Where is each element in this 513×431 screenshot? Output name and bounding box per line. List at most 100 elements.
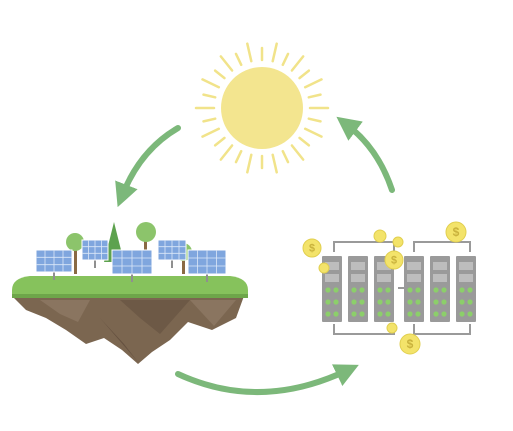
server-light [459,311,465,317]
coin-icon [392,236,404,248]
sun-ray [281,52,290,67]
sun-ray [246,42,253,63]
coin-icon: $ [302,238,322,258]
server-light [377,311,383,317]
server-light [359,299,365,305]
server-light [377,287,383,293]
server-body [404,256,424,322]
sun-ray [290,144,305,161]
server-light [359,311,365,317]
sun-ray [201,127,221,138]
coin-face [445,221,467,243]
soil-facet [120,300,190,334]
server-light [351,311,357,317]
coin-face [384,250,404,270]
solar-panel-icon [157,239,187,268]
server-slot [433,274,447,282]
sun-ray [303,78,323,89]
server-slot [377,262,391,270]
coin-face [318,262,330,274]
sun-ray [281,149,290,164]
sun-ray [307,93,322,99]
island-grass [12,276,248,298]
server-light [407,311,413,317]
server-unit-icon [430,256,450,322]
sun-ray [271,153,278,174]
server-light [385,287,391,293]
coin-symbol: $ [407,337,414,351]
server-light [407,299,413,305]
solar-panel-icon [35,249,73,280]
server-light [415,311,421,317]
coin-icon [386,322,398,334]
server-light [385,299,391,305]
solar-panels [35,239,227,282]
server-light [433,287,439,293]
sun-ray [271,42,278,63]
solar-panel-icon [81,239,109,268]
soil-facet [40,300,90,322]
server-unit-icon [374,256,394,322]
server-unit-icon [404,256,424,322]
server-rack-icon [322,241,476,335]
sun-ray [298,136,311,147]
coins: $$$$ [302,221,467,355]
server-light [325,287,331,293]
server-light [433,299,439,305]
server-slot [325,274,339,282]
solar-farm-icon [12,222,248,364]
sun-ray [219,55,234,72]
server-slot [459,262,473,270]
coin-face [373,229,387,243]
soil-facet [100,318,138,362]
server-slot [433,262,447,270]
server-light [415,287,421,293]
server-light [441,311,447,317]
server-body [456,256,476,322]
server-light [325,299,331,305]
sun-ray [202,93,217,99]
coin-face [302,238,322,258]
arrow-icon-servers-to-sun [336,116,395,193]
sun-ray [234,149,243,164]
server-light [415,299,421,305]
sun-ray [234,52,243,67]
tree-icon [66,233,84,274]
coin-face [386,322,398,334]
server-slot [459,274,473,282]
server-light [359,287,365,293]
server-unit-icon [348,256,368,322]
server-slot [377,274,391,282]
server-light [467,299,473,305]
server-light [325,311,331,317]
sun-ray [290,55,305,72]
server-bus-bottom [333,324,471,335]
server-body [348,256,368,322]
server-light [407,287,413,293]
server-light [459,287,465,293]
coin-face [392,236,404,248]
server-unit-icon [456,256,476,322]
sun-ray [202,117,217,123]
server-bus-top [333,241,471,252]
coin-icon: $ [399,333,421,355]
server-light [467,287,473,293]
soil-facet [190,300,236,326]
server-slot [351,274,365,282]
server-light [441,299,447,305]
server-units [322,256,476,322]
sun-ray [298,69,311,80]
coin-icon [373,229,387,243]
server-slot [407,274,421,282]
server-body [430,256,450,322]
sun-disc [221,67,303,149]
sun-icon [194,42,330,174]
server-light [333,311,339,317]
sun-ray [213,69,226,80]
server-light [467,311,473,317]
server-slot [407,262,421,270]
sun-ray [219,144,234,161]
server-slot [325,262,339,270]
server-light [441,287,447,293]
